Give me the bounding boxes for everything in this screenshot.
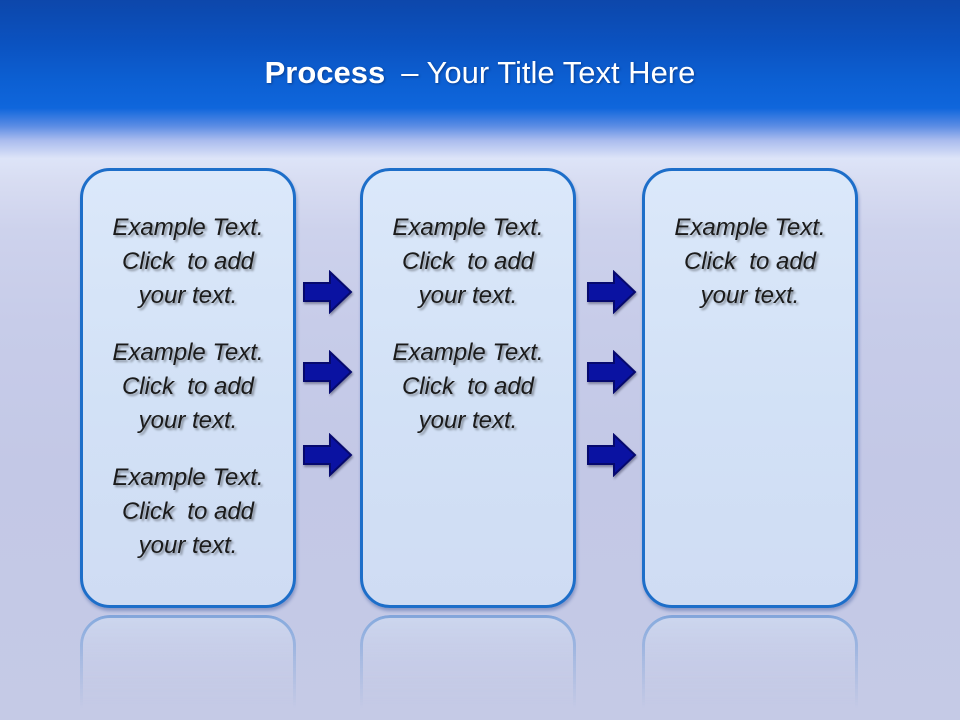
text-placeholder[interactable]: Example Text. Click to add your text.	[392, 214, 544, 309]
process-box-step-2[interactable]: Example Text. Click to add your text. Ex…	[360, 168, 576, 608]
text-placeholder[interactable]: Example Text. Click to add your text.	[112, 464, 264, 559]
text-placeholder[interactable]: Example Text. Click to add your text.	[392, 339, 544, 434]
right-arrow-icon[interactable]	[303, 433, 353, 477]
box-reflection	[642, 615, 858, 718]
box-reflection	[80, 615, 296, 718]
right-arrow-icon[interactable]	[303, 270, 353, 314]
box-reflection	[360, 615, 576, 718]
slide-title-keyword: Process	[264, 55, 386, 90]
slide-title-subtitle: – Your Title Text Here	[401, 55, 696, 90]
text-placeholder[interactable]: Example Text. Click to add your text.	[112, 214, 264, 309]
process-box-step-1[interactable]: Example Text. Click to add your text. Ex…	[80, 168, 296, 608]
right-arrow-icon[interactable]	[587, 433, 637, 477]
text-placeholder[interactable]: Example Text. Click to add your text.	[112, 339, 264, 434]
slide-title[interactable]: Process – Your Title Text Here	[0, 52, 960, 94]
right-arrow-icon[interactable]	[303, 350, 353, 394]
text-placeholder[interactable]: Example Text. Click to add your text.	[674, 214, 826, 309]
right-arrow-icon[interactable]	[587, 270, 637, 314]
right-arrow-icon[interactable]	[587, 350, 637, 394]
process-box-step-3[interactable]: Example Text. Click to add your text.	[642, 168, 858, 608]
